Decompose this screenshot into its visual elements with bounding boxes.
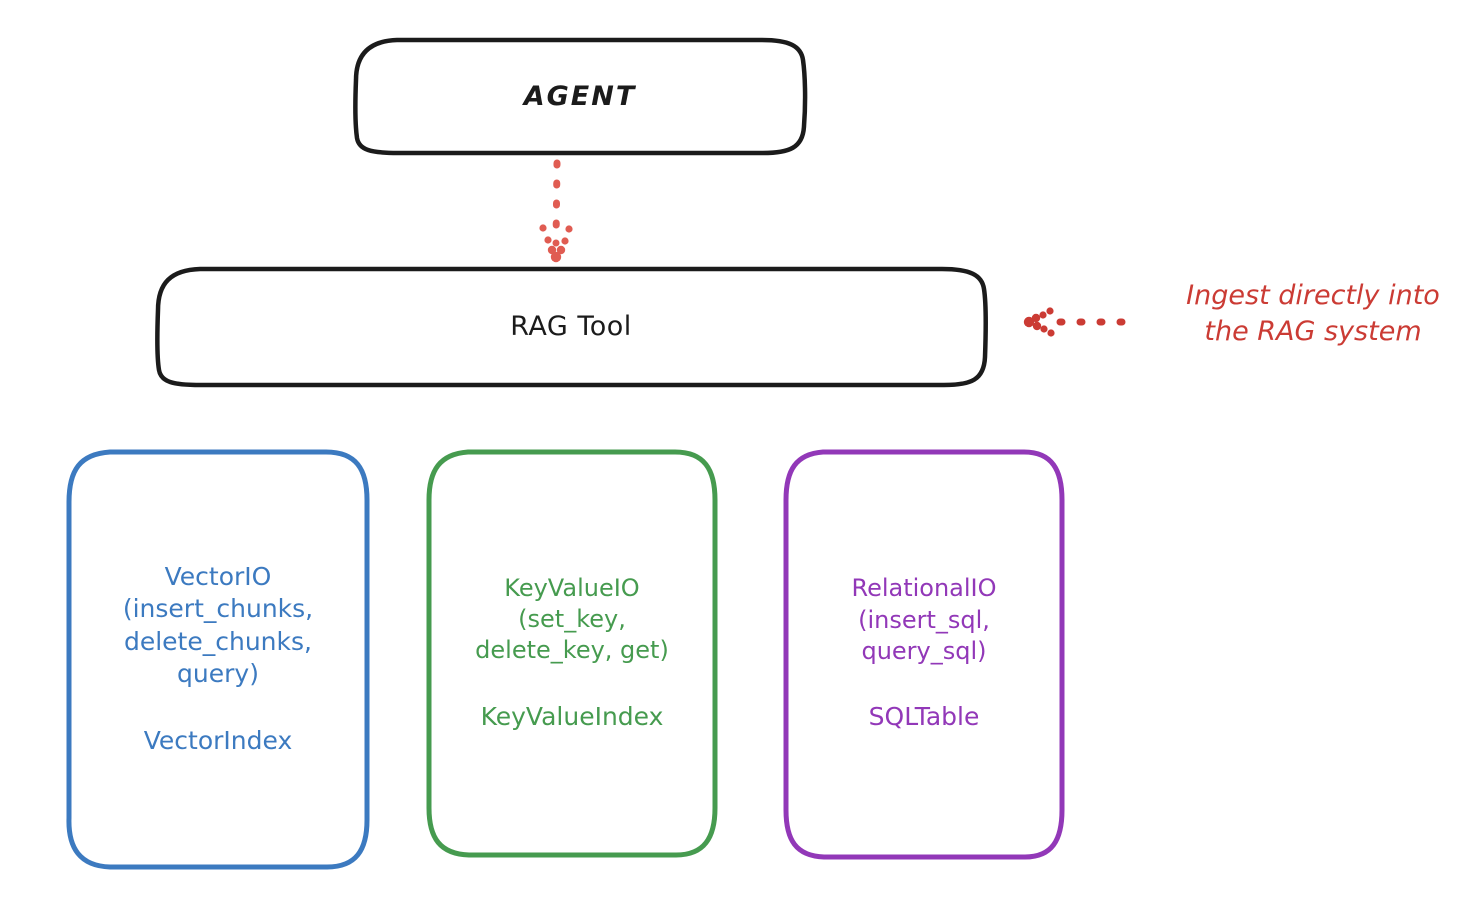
vector-io-node[interactable]: VectorIO (insert_chunks, delete_chunks, … bbox=[68, 450, 368, 868]
agent-label: AGENT bbox=[523, 80, 637, 112]
ingest-to-rag-connector bbox=[1023, 307, 1137, 337]
relational-io-box-outline bbox=[783, 449, 1065, 860]
relational-io-node[interactable]: RelationalIO (insert_sql, query_sql) SQL… bbox=[785, 450, 1063, 857]
rag-tool-node[interactable]: RAG Tool bbox=[157, 268, 985, 385]
agent-node[interactable]: AGENT bbox=[355, 39, 805, 153]
vector-index-label: VectorIndex bbox=[143, 725, 293, 755]
keyvalue-io-api-label: KeyValueIO (set_key, delete_key, get) bbox=[475, 573, 669, 665]
ingest-annotation-text: Ingest directly into the RAG system bbox=[1186, 280, 1440, 347]
relational-io-api-label: RelationalIO (insert_sql, query_sql) bbox=[851, 574, 997, 665]
agent-to-rag-connector bbox=[539, 159, 573, 263]
keyvalue-index-label: KeyValueIndex bbox=[480, 701, 664, 731]
rag-tool-label: RAG Tool bbox=[510, 311, 632, 342]
sql-table-label: SQLTable bbox=[868, 702, 980, 732]
agent-box-outline bbox=[353, 37, 808, 156]
vector-io-box-outline bbox=[66, 449, 370, 870]
keyvalue-io-box-outline bbox=[426, 449, 718, 858]
keyvalue-io-node[interactable]: KeyValueIO (set_key, delete_key, get) Ke… bbox=[428, 450, 716, 856]
rag-tool-box-outline bbox=[155, 266, 988, 388]
vector-io-api-label: VectorIO (insert_chunks, delete_chunks, … bbox=[122, 561, 314, 689]
